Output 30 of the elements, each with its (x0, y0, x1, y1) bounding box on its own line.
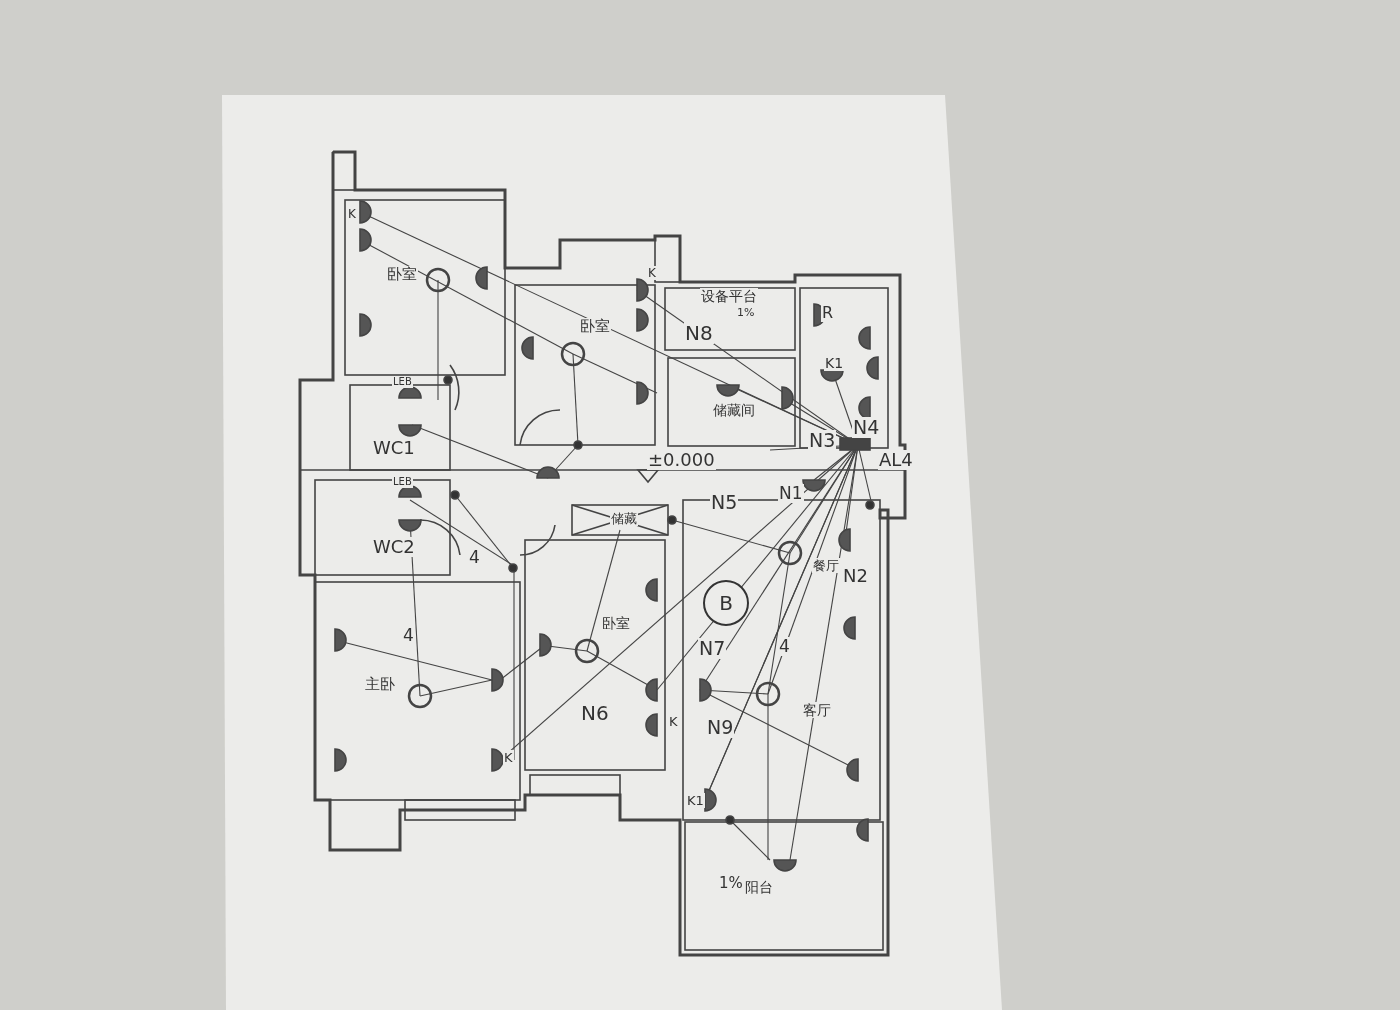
circuit-label: N8 (684, 322, 714, 344)
room-label: 储藏 (610, 511, 638, 526)
room-label: 卧室 (601, 615, 631, 631)
circuit-label: N4 (852, 417, 881, 438)
room-label: WC2 (372, 537, 416, 557)
circuit-label: N1 (778, 484, 804, 503)
symbol-label: LEB (392, 476, 413, 488)
symbol-label: K1 (824, 355, 845, 371)
room-label: 设备平台 (700, 288, 758, 304)
room-label: 卧室 (579, 318, 611, 335)
room-label: 客厅 (802, 702, 832, 718)
symbol-label: LEB (392, 376, 413, 388)
room-label: 储藏间 (712, 402, 756, 418)
slope-label: 1% (736, 306, 756, 319)
room-label: 卧室 (386, 266, 418, 283)
circuit-label: N9 (706, 717, 735, 738)
circuit-label: N3 (808, 430, 837, 451)
room-label: 餐厅 (812, 558, 840, 573)
room-label: 阳台 (744, 879, 774, 895)
symbol-label: K (503, 750, 514, 765)
circuit-count: 4 (778, 637, 791, 656)
symbol-label: R (821, 304, 835, 322)
symbol-label: K (347, 207, 357, 221)
circuit-label: N7 (698, 638, 727, 659)
room-label: 主卧 (364, 676, 396, 693)
panel-label: AL4 (878, 450, 914, 470)
symbol-label: K (668, 714, 679, 729)
symbol-label: K (647, 266, 657, 280)
level-label: ±0.000 (647, 450, 716, 470)
symbol-label: K1 (686, 793, 705, 808)
